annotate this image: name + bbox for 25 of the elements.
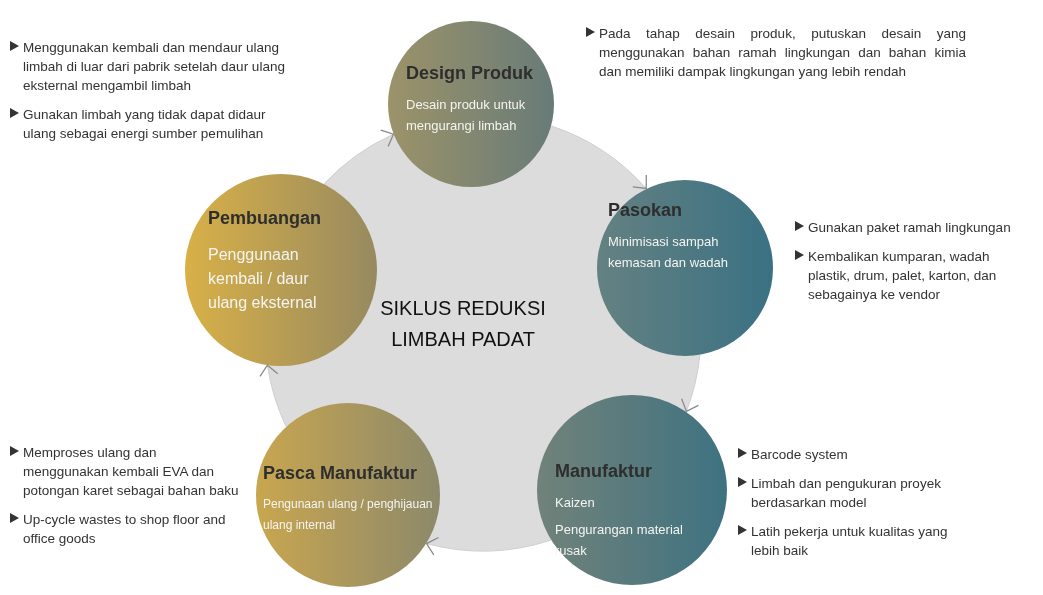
bullet-text: Pada tahap desain produk, putuskan desain yang menggunakan bahan ramah lingkungan dan bahan kimia dan memiliki dampak lingkungan yang lebih rendah bbox=[599, 25, 966, 81]
bullet-text: Kembalikan kumparan, wadah plastik, drum, palet, karton, dan sebagainya ke vendor bbox=[808, 248, 998, 304]
bullet-text: Gunakan paket ramah lingkungan bbox=[808, 219, 1011, 237]
cycle-arrow bbox=[323, 130, 395, 185]
bullet-text: Gunakan limbah yang tidak dapat didaur ulang sebagai energi sumber pemulihan bbox=[23, 106, 267, 143]
bullet-text: Up-cycle wastes to shop floor and office goods bbox=[23, 511, 227, 548]
cycle-title: SIKLUS REDUKSI LIMBAH PADAT bbox=[379, 296, 547, 352]
bullet-text: Memproses ulang dan menggunakan kembali EVA dan potongan karet sebagai bahan baku bbox=[23, 444, 240, 500]
bullet-text: Latih pekerja untuk kualitas yang lebih baik bbox=[751, 523, 949, 560]
stage-title: Pembuangan bbox=[208, 208, 323, 229]
bullet-text: Barcode system bbox=[751, 446, 848, 464]
stage-description: Minimisasi sampah kemasan dan wadah bbox=[608, 233, 729, 272]
stage-title: Manufaktur bbox=[555, 461, 653, 482]
cycle-arrow bbox=[680, 354, 701, 413]
bullet-text: Menggunakan kembali dan mendaur ulang limbah di luar dari pabrik setelah daur ulang eksternal mengambil limbah bbox=[23, 39, 286, 95]
stage-title: Pasca Manufaktur bbox=[263, 463, 419, 484]
cycle-arrow bbox=[550, 125, 647, 190]
cycle-arrow bbox=[425, 536, 552, 556]
cycle-arrow bbox=[259, 364, 287, 427]
bullet-text: Limbah dan pengukuran proyek berdasarkan model bbox=[751, 475, 942, 512]
stage-description: Penggunaan kembali / daur ulang eksternal bbox=[208, 245, 318, 313]
stage-description: Kaizen bbox=[555, 494, 596, 512]
stage-description: Desain produk untuk mengurangi limbah bbox=[406, 96, 527, 135]
stage-description: Pengunaan ulang / penghijauan ulang internal bbox=[263, 496, 433, 534]
stage-title: Design Produk bbox=[406, 63, 531, 84]
